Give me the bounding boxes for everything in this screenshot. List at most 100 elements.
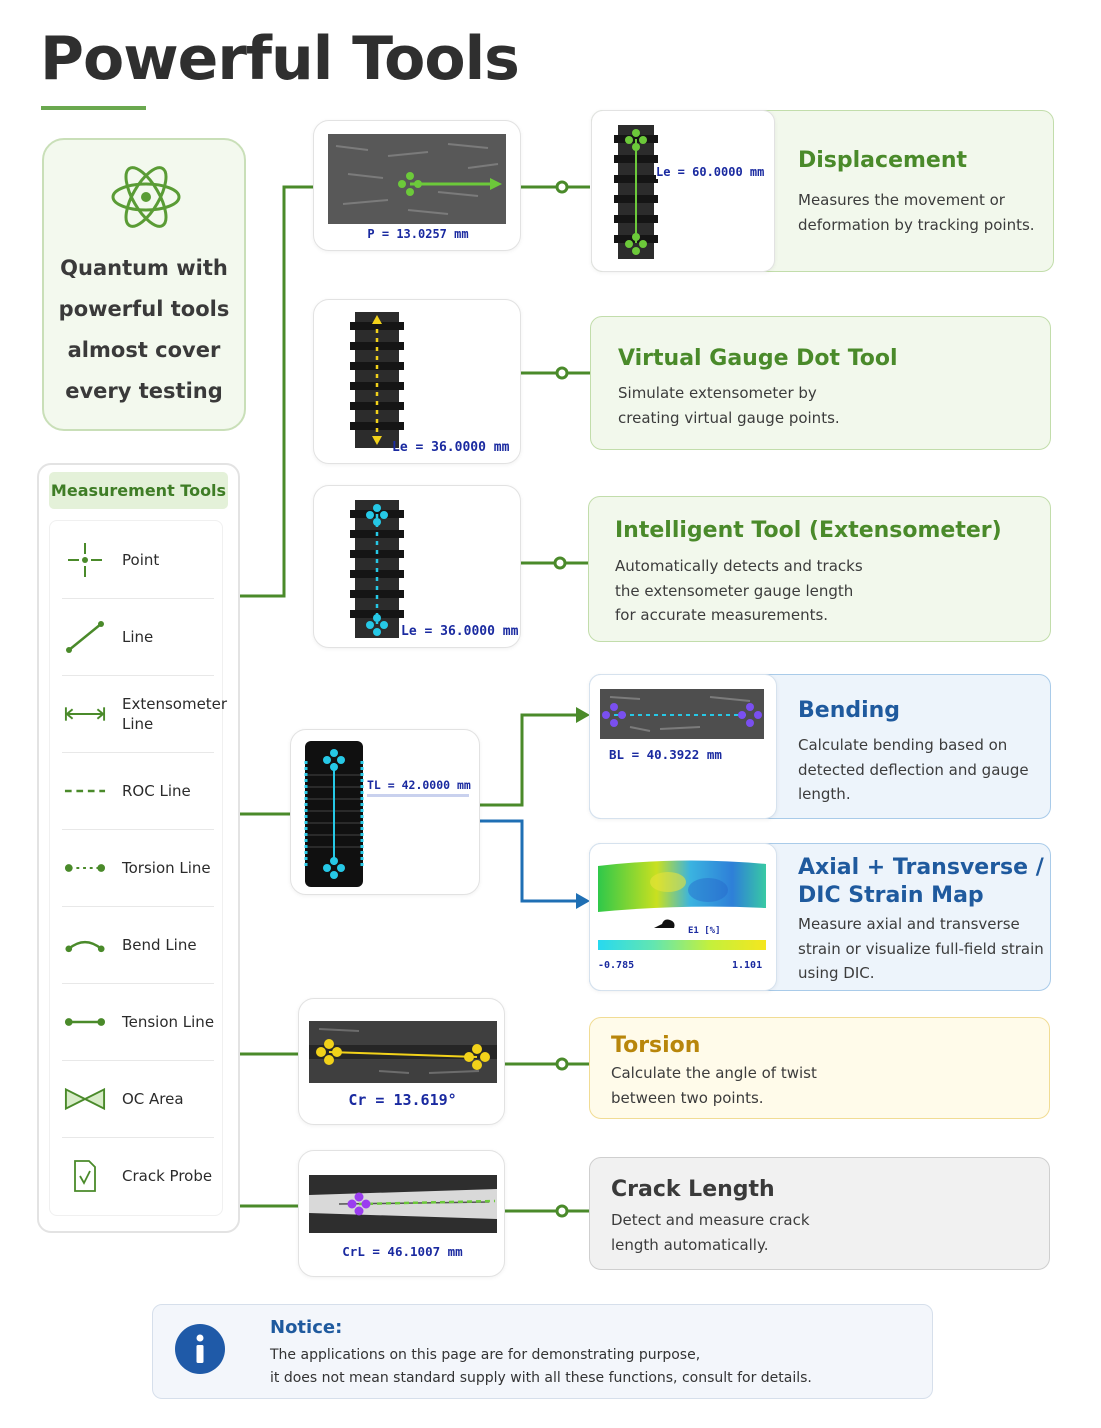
title-line: DIC Strain Map [798, 883, 984, 908]
extensometer-demo-card: Le = 36.0000 mm [313, 485, 521, 648]
tool-item-oc-area[interactable]: OC Area [62, 1060, 214, 1138]
desc-line: Calculate the angle of twist [611, 1064, 817, 1082]
specimen-image [309, 1021, 497, 1083]
atom-icon [111, 166, 181, 228]
desc-line: for accurate measurements. [615, 606, 829, 624]
tool-label: Line [122, 627, 154, 646]
specimen-image [309, 1175, 497, 1233]
extensometer-card[interactable]: Intelligent Tool (Extensometer) Automati… [588, 496, 1051, 642]
axial-dic-card[interactable]: E1 [%] -0.785 1.101 Axial + Transverse /… [589, 843, 1051, 991]
crack-probe-icon [64, 1137, 106, 1214]
torsion-demo-card: Cr = 13.619° [298, 998, 505, 1125]
notice-title: Notice: [270, 1317, 343, 1338]
displacement-card[interactable]: Le = 60.0000 mm Displacement Measures th… [591, 110, 1054, 272]
specimen-image [304, 741, 364, 887]
silhouette-icon [654, 919, 675, 928]
desc-line: the extensometer gauge length [615, 581, 854, 600]
crack-readout: CrL = 46.1007 mm [342, 1244, 463, 1259]
dic-strain-map [598, 860, 766, 912]
card-title: Displacement [798, 148, 968, 173]
tool-item-point[interactable]: Point [62, 521, 214, 599]
connector-bending [480, 713, 578, 807]
strain-scale-min: -0.785 [598, 960, 635, 971]
point-crosshair-icon [64, 521, 106, 598]
intro-line: every testing [65, 379, 223, 403]
torsion-line-icon [64, 829, 106, 906]
tension-readout: TL = 42.0000 mm [367, 778, 471, 792]
card-description: Calculate the angle of twist between two… [611, 1061, 817, 1110]
roc-dashed-line-icon [64, 752, 106, 829]
virtual-gauge-card[interactable]: Virtual Gauge Dot Tool Simulate extensom… [590, 316, 1051, 450]
card-description: Simulate extensometer by creating virtua… [618, 381, 840, 430]
tool-label: Point [122, 550, 160, 569]
readout-underline [367, 794, 469, 797]
specimen-image [350, 500, 404, 638]
card-title: Axial + Transverse / DIC Strain Map [798, 854, 1044, 910]
intro-text: Quantum with powerful tools almost cover… [44, 248, 244, 412]
line-icon [64, 598, 106, 675]
strain-color-scale [598, 940, 766, 950]
tool-label: OC Area [122, 1089, 184, 1108]
strain-scale-max: 1.101 [732, 960, 763, 971]
desc-line: Measure axial and transverse [798, 915, 1020, 933]
intro-line: powerful tools [58, 297, 230, 321]
extensometer-line-icon [64, 675, 106, 752]
card-title: Intelligent Tool (Extensometer) [615, 518, 1002, 543]
tool-label: Torsion Line [122, 858, 211, 877]
displacement-readout: Le = 60.0000 mm [656, 165, 765, 179]
bending-card[interactable]: BL = 40.3922 mm Bending Calculate bendin… [589, 674, 1051, 819]
oc-area-bowtie-icon [64, 1060, 106, 1137]
extensometer-readout: Le = 36.0000 mm [401, 624, 519, 639]
page-title: Powerful Tools [40, 24, 520, 94]
torsion-card[interactable]: Torsion Calculate the angle of twist bet… [589, 1017, 1050, 1119]
strain-unit-label: E1 [%] [688, 926, 721, 936]
measurement-tools-heading: Measurement Tools [49, 472, 228, 509]
bending-image-panel: BL = 40.3922 mm [589, 674, 777, 819]
desc-line: Automatically detects and tracks [615, 557, 863, 575]
desc-line: Calculate bending based on [798, 736, 1008, 754]
notice-box: Notice: The applications on this page ar… [152, 1304, 933, 1399]
connector-point [240, 185, 314, 598]
tension-line-icon [64, 983, 106, 1060]
card-description: Measure axial and transverse strain or v… [798, 912, 1044, 986]
intro-line: Quantum with [60, 256, 228, 280]
title-underline [41, 106, 146, 110]
card-description: Calculate bending based on detected defl… [798, 733, 1029, 807]
tool-item-torsion-line[interactable]: Torsion Line [62, 829, 214, 907]
card-description: Automatically detects and tracks the ext… [615, 554, 863, 628]
card-title: Torsion [611, 1033, 701, 1058]
intro-card: Quantum with powerful tools almost cover… [42, 138, 246, 431]
desc-line: using DIC. [798, 964, 875, 982]
tool-item-extensometer-line[interactable]: Extensometer Line [62, 675, 227, 753]
card-description: Detect and measure crack length automati… [611, 1208, 810, 1257]
card-title: Virtual Gauge Dot Tool [618, 346, 898, 371]
desc-line: deformation by tracking points. [798, 215, 1035, 234]
tool-item-crack-probe[interactable]: Crack Probe [62, 1137, 214, 1214]
specimen-image [600, 689, 764, 739]
connector-axial [480, 819, 576, 903]
tool-item-roc-line[interactable]: ROC Line [62, 752, 214, 830]
dic-image-panel: E1 [%] -0.785 1.101 [589, 843, 777, 991]
info-icon [175, 1324, 225, 1374]
displacement-image-panel: Le = 60.0000 mm [591, 110, 775, 272]
crack-length-card[interactable]: Crack Length Detect and measure crack le… [589, 1157, 1050, 1270]
notice-text: The applications on this page are for de… [270, 1344, 812, 1390]
desc-line: length. [798, 785, 851, 803]
tension-demo-card: TL = 42.0000 mm [290, 729, 480, 895]
desc-line: detected deflection and gauge [798, 760, 1029, 779]
desc-line: Simulate extensometer by [618, 384, 817, 402]
tool-item-tension-line[interactable]: Tension Line [62, 983, 214, 1061]
specimen-image [614, 125, 658, 259]
tool-label: Tension Line [122, 1012, 215, 1031]
desc-line: creating virtual gauge points. [618, 408, 840, 427]
point-demo-card: P = 13.0257 mm [313, 120, 521, 251]
tool-item-line[interactable]: Line [62, 598, 214, 676]
tool-item-bend-line[interactable]: Bend Line [62, 906, 214, 984]
bend-line-icon [64, 906, 106, 983]
card-title: Bending [798, 698, 901, 723]
point-readout: P = 13.0257 mm [367, 227, 469, 241]
gauge-demo-card: Le = 36.0000 mm [313, 299, 521, 464]
card-description: Measures the movement or deformation by … [798, 188, 1035, 237]
notice-line: The applications on this page are for de… [270, 1347, 701, 1363]
